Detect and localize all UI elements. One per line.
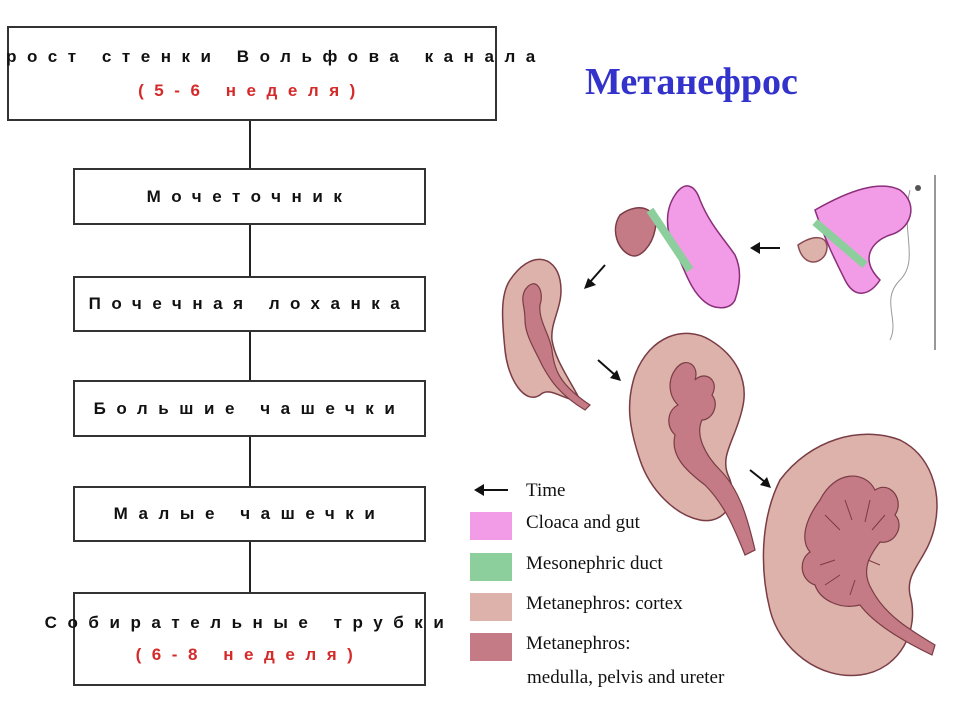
flow-box-label: Собирательные трубки (44, 613, 455, 632)
flow-box-ureter: Мочеточник (73, 168, 426, 225)
arrow-left-icon (474, 484, 508, 496)
page-title: Метанефрос (585, 61, 798, 103)
flow-box-major-calyces: Большие чашечки (73, 380, 426, 437)
legend-label: Mesonephric duct (526, 553, 663, 574)
legend-row-time: Time (470, 480, 565, 502)
flow-box-label: Мочеточник (146, 186, 353, 206)
stage-3-drawing (501, 258, 591, 411)
legend-row-cortex: Metanephros: cortex (470, 593, 683, 621)
stage-2-drawing (614, 185, 741, 309)
connector-line (249, 436, 251, 486)
flow-box-collecting-tubules: Собирательные трубки (6-8 неделя) (45, 592, 444, 686)
flow-box-sublabel: (5-6 неделя) (138, 80, 366, 100)
legend-swatch (470, 593, 512, 621)
connector-line (249, 120, 251, 168)
flow-box-label: Большие чашечки (93, 398, 406, 418)
legend-row-cloaca: Cloaca and gut (470, 512, 640, 540)
arrow-down-left (584, 264, 606, 289)
stage-5-drawing (762, 433, 938, 677)
connector-line (249, 541, 251, 592)
arrow-left (750, 242, 780, 254)
legend-label: Metanephros: (526, 633, 631, 654)
flow-box-label: Малые чашечки (113, 504, 386, 523)
legend-label: Cloaca and gut (526, 512, 640, 533)
legend-label: Metanephros: cortex (526, 593, 683, 614)
arrow-down-right-2 (749, 469, 771, 488)
flow-box-minor-calyces: Малые чашечки (73, 486, 426, 542)
connector-line (249, 224, 251, 276)
metanephros-development-illustration (501, 175, 938, 677)
flow-box-sublabel: (6-8 неделя) (135, 645, 364, 664)
flow-box-renal-pelvis: Почечная лоханка (73, 276, 426, 332)
stage-4-drawing (628, 332, 756, 556)
legend-row-mesonephric: Mesonephric duct (470, 553, 663, 581)
flow-box-label: Почечная лоханка (88, 294, 411, 313)
legend-swatch (470, 553, 512, 581)
legend-row-medulla: Metanephros: (470, 633, 630, 661)
flow-box-wolffian-duct: Вырост стенки Вольфова канала (5-6 недел… (0, 26, 535, 121)
flow-box-label: Вырост стенки Вольфова канала (0, 46, 546, 66)
legend-swatch (470, 633, 512, 661)
arrow-down-right (597, 359, 621, 381)
legend-label: Time (526, 480, 566, 501)
stage-1-drawing (797, 175, 936, 350)
legend-swatch (470, 512, 512, 540)
legend-label-continued: medulla, pelvis and ureter (527, 667, 725, 688)
connector-line (249, 331, 251, 380)
